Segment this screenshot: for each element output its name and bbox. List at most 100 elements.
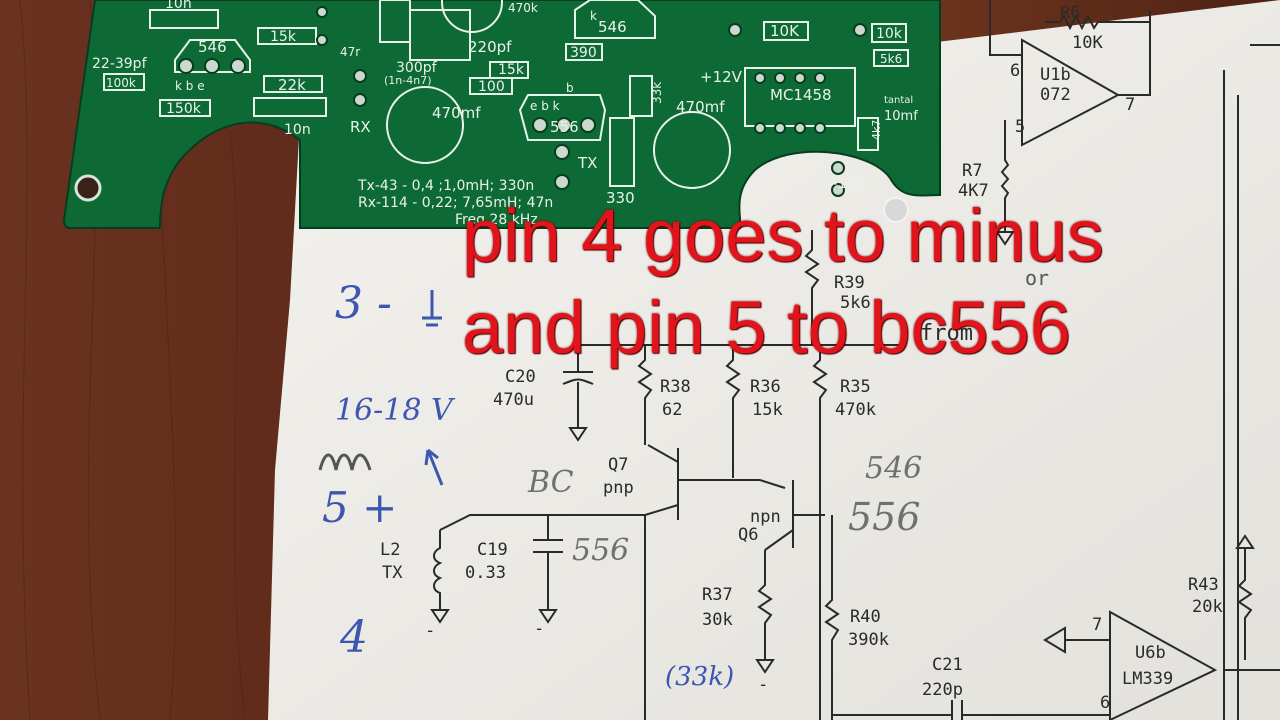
pcb-hole <box>74 174 102 202</box>
label-q6t: npn <box>750 507 781 527</box>
label-q7t: pnp <box>603 478 634 498</box>
pcb-label-minus12v: -12V <box>832 174 867 192</box>
hand-voltage: 16-18 V <box>335 393 456 428</box>
label-u1b-part: 072 <box>1040 85 1071 105</box>
hand-546: 546 <box>865 451 922 486</box>
pcb-label-150k: 150k <box>166 101 202 117</box>
pcb-label-330: 330 <box>606 189 635 207</box>
label-r43v: 20k <box>1192 597 1223 617</box>
label-r37: R37 <box>702 585 733 605</box>
pcb-label-100: 100 <box>478 79 505 95</box>
label-minus-a: - <box>425 621 435 641</box>
pcb-board <box>62 0 941 229</box>
label-r38: R38 <box>660 377 691 397</box>
opamp-u1b <box>1021 38 1121 147</box>
hand-wave <box>318 453 372 471</box>
pcb-hole <box>883 197 909 223</box>
pcb-label-546: 546 <box>198 38 227 56</box>
opamp-u6b <box>1109 610 1218 720</box>
pcb-label-kbe: k b e <box>175 79 205 93</box>
schematic-wires <box>433 0 1280 720</box>
pcb-label-spec-rx: Rx-114 - 0,22; 7,65mH; 47n <box>358 195 553 211</box>
label-q6: Q6 <box>738 525 758 545</box>
pcb-label-e-b-k: e b k <box>530 99 560 113</box>
schematic-labels: R6 10K U1b 072 6 5 7 R7 4K7 R39 5k6 C20 … <box>380 3 1223 713</box>
label-r36: R36 <box>750 377 781 397</box>
label-r40v: 390k <box>848 630 889 650</box>
pcb-label-mc1458: MC1458 <box>770 86 832 104</box>
caption-line-1: pin 4 goes to minus <box>462 194 1104 277</box>
pcb-label-tantal: tantal <box>884 95 913 106</box>
ground-symbols <box>430 231 1255 674</box>
pcb-label-4k7: 4k7 <box>870 120 883 140</box>
label-or: or <box>1025 266 1049 290</box>
label-r35v: 470k <box>835 400 876 420</box>
label-c20: C20 <box>505 367 536 387</box>
pcb-label-5k6: 5k6 <box>880 52 902 66</box>
label-r7: R7 <box>962 161 982 181</box>
label-r36v: 15k <box>752 400 783 420</box>
label-pin5: 5 <box>1015 117 1025 137</box>
pcb-label-15k-b: 15k <box>498 62 525 78</box>
hand-r33k: (33k) <box>665 662 734 692</box>
label-u6b-part: LM339 <box>1122 669 1173 689</box>
pcb-label-b: b <box>566 81 574 95</box>
label-c21v: 220p <box>922 680 963 700</box>
hand-pin4: 4 <box>339 612 368 663</box>
pcb-label-546b: 546 <box>598 18 627 36</box>
pcb-label-47r: 47r <box>340 45 360 59</box>
pcb-label-10k: 10K <box>770 22 800 40</box>
label-r39: R39 <box>834 273 865 293</box>
pcb-label-470mf-a: 470mf <box>432 104 481 122</box>
label-pin7: 7 <box>1125 95 1135 115</box>
label-r38v: 62 <box>662 400 682 420</box>
pcb-label-22k: 22k <box>278 76 306 94</box>
label-r40: R40 <box>850 607 881 627</box>
label-minus-c: - <box>758 675 768 695</box>
label-minus-b: - <box>534 619 544 639</box>
pcb-label-22-39pf: 22-39pf <box>92 56 148 72</box>
hand-ground-arrow <box>422 290 442 327</box>
label-r43: R43 <box>1188 575 1219 595</box>
label-pin6: 6 <box>1010 61 1020 81</box>
label-r35: R35 <box>840 377 871 397</box>
caption-line-2: and pin 5 to bc556 <box>462 286 1071 369</box>
label-pin6b: 6 <box>1100 693 1110 713</box>
pcb-label-freq: Freq 28 kHz <box>455 212 538 228</box>
pcb-label-100k: 100k <box>106 76 136 90</box>
hand-556-b: 556 <box>848 495 921 539</box>
pcb-label-10n: 10n <box>284 122 311 138</box>
pcb-label-33k: 33k <box>650 82 664 104</box>
pcb-label-rx: RX <box>350 118 371 136</box>
label-c19: C19 <box>477 540 508 560</box>
pcb-label-spec-tx: Tx-43 - 0,4 ;1,0mH; 330n <box>357 178 534 194</box>
pcb-label-220pf: 220pf <box>468 38 512 56</box>
label-r6v: 10K <box>1072 33 1103 53</box>
pcb-label-15k-a: 15k <box>270 29 297 45</box>
pcb-label-tx: TX <box>577 154 597 172</box>
label-u6b: U6b <box>1135 643 1166 663</box>
label-u1b: U1b <box>1040 65 1071 85</box>
pen-handwriting: 3 - 16-18 V 5 + 4 (33k) <box>318 278 734 692</box>
hand-556-a: 556 <box>572 533 629 568</box>
pcb-pads <box>178 6 867 197</box>
label-c21: C21 <box>932 655 963 675</box>
pcb-label-10k-b: 10k <box>876 26 903 42</box>
pcb-label-300pf: 300pf <box>396 60 438 76</box>
hand-pin5: 5 + <box>322 483 397 532</box>
label-r37v: 30k <box>702 610 733 630</box>
label-l2t: TX <box>382 563 403 583</box>
pcb-label-470k-top: 470k <box>508 1 538 15</box>
pcb-label-plus12v: +12V <box>700 68 743 86</box>
pcb-label-k: k <box>590 9 597 23</box>
hand-pin3: 3 - <box>335 278 392 329</box>
video-caption: pin 4 goes to minus and pin 5 to bc556 <box>462 190 1272 374</box>
hand-up-arrow <box>424 448 444 486</box>
hand-bc: BC <box>527 465 574 500</box>
label-c20v: 470u <box>493 390 534 410</box>
label-l2: L2 <box>380 540 400 560</box>
label-q7: Q7 <box>608 455 628 475</box>
label-pin7b: 7 <box>1092 615 1102 635</box>
pcb-label-470mf-b: 470mf <box>676 98 725 116</box>
